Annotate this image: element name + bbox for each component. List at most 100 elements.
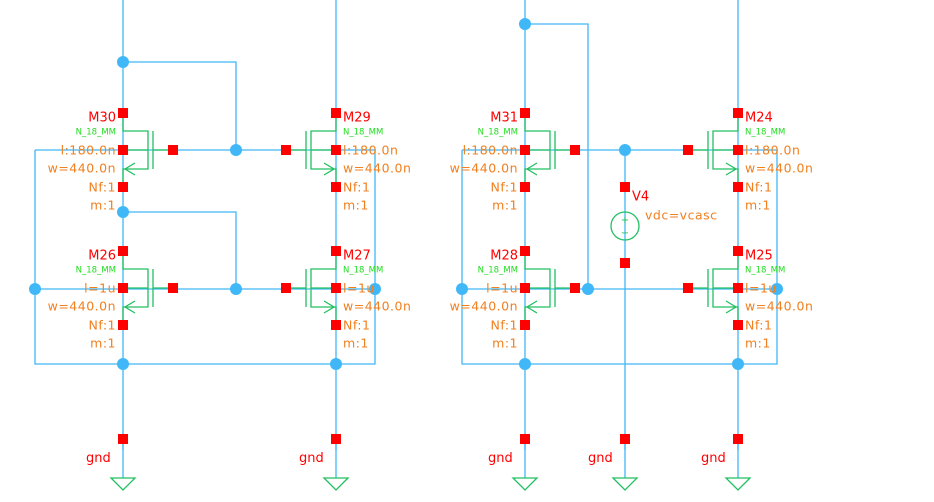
pin[interactable] — [733, 145, 743, 155]
junction-dot — [456, 283, 468, 295]
transistor-m-label: m:1 — [343, 198, 369, 213]
pin[interactable] — [118, 182, 128, 192]
transistor-m-label: m:1 — [745, 336, 771, 351]
pin[interactable] — [118, 108, 128, 118]
wire[interactable] — [525, 23, 589, 289]
pin[interactable] — [331, 320, 341, 330]
pin[interactable] — [168, 283, 178, 293]
source-name-label: V4 — [632, 190, 649, 205]
pin[interactable] — [331, 246, 341, 256]
ground-symbol[interactable]: gnd — [488, 451, 539, 491]
pin[interactable] — [520, 434, 530, 444]
source-circle-icon — [610, 211, 640, 241]
pin[interactable] — [683, 145, 693, 155]
ground-icon — [511, 477, 539, 491]
pin[interactable] — [118, 283, 128, 293]
ground-label: gnd — [299, 451, 324, 466]
source-arrow-icon — [323, 300, 336, 314]
transistor-l-label: l:180.0n — [343, 143, 398, 158]
pin[interactable] — [733, 182, 743, 192]
pin[interactable] — [331, 108, 341, 118]
wire[interactable] — [123, 211, 237, 289]
transistor-name-label: M31 — [490, 111, 518, 126]
pin[interactable] — [620, 182, 630, 192]
pin[interactable] — [281, 145, 291, 155]
junction-dot — [771, 283, 783, 295]
pin[interactable] — [118, 320, 128, 330]
transistor-m-label: m:1 — [492, 336, 518, 351]
transistor-nf-label: Nf:1 — [343, 180, 370, 195]
pin[interactable] — [733, 434, 743, 444]
transistor-nf-label: Nf:1 — [745, 180, 772, 195]
pin[interactable] — [281, 283, 291, 293]
source-arrow-icon — [525, 162, 538, 176]
transistor-w-label: w=440.0n — [343, 299, 411, 314]
junction-dot — [619, 144, 631, 156]
transistor-name-label: M28 — [490, 249, 518, 264]
pin[interactable] — [520, 108, 530, 118]
junction-dot — [519, 18, 531, 30]
ground-symbol[interactable]: gnd — [299, 451, 350, 491]
transistor-nf-label: Nf:1 — [491, 318, 518, 333]
wire[interactable] — [34, 149, 376, 365]
pin[interactable] — [733, 320, 743, 330]
transistor-model-label: N_18_MM — [76, 128, 116, 138]
transistor-w-label: w=440.0n — [48, 161, 116, 176]
pin[interactable] — [168, 145, 178, 155]
source-param-label: vdc=vcasc — [645, 208, 718, 223]
pin[interactable] — [683, 283, 693, 293]
pin[interactable] — [520, 182, 530, 192]
transistor-w-label: w=440.0n — [745, 299, 813, 314]
junction-dot — [117, 206, 129, 218]
pin[interactable] — [520, 145, 530, 155]
junction-dot — [29, 283, 41, 295]
pin[interactable] — [118, 145, 128, 155]
transistor-w-label: w=440.0n — [343, 161, 411, 176]
ground-symbol[interactable]: gnd — [701, 451, 752, 491]
source-arrow-icon — [323, 162, 336, 176]
transistor-model-label: N_18_MM — [478, 128, 518, 138]
pin[interactable] — [520, 246, 530, 256]
transistor-w-label: w=440.0n — [745, 161, 813, 176]
pin[interactable] — [733, 283, 743, 293]
junction-dot — [117, 358, 129, 370]
ground-icon — [611, 477, 639, 491]
junction-dot — [330, 358, 342, 370]
pin[interactable] — [331, 283, 341, 293]
ground-icon — [322, 477, 350, 491]
wire[interactable] — [123, 61, 237, 150]
pin[interactable] — [733, 246, 743, 256]
transistor-model-label: N_18_MM — [745, 128, 785, 138]
pin[interactable] — [520, 320, 530, 330]
pin[interactable] — [331, 182, 341, 192]
transistor-nf-label: Nf:1 — [491, 180, 518, 195]
transistor-l-label: l:180.0n — [61, 143, 116, 158]
pin[interactable] — [331, 434, 341, 444]
pin[interactable] — [331, 145, 341, 155]
pin[interactable] — [620, 434, 630, 444]
pin[interactable] — [570, 145, 580, 155]
pin[interactable] — [570, 283, 580, 293]
pin[interactable] — [733, 108, 743, 118]
ground-label: gnd — [86, 451, 111, 466]
ground-symbol[interactable]: gnd — [86, 451, 137, 491]
transistor-name-label: M26 — [88, 249, 116, 264]
pin[interactable] — [118, 246, 128, 256]
source-arrow-icon — [725, 300, 738, 314]
ground-symbol[interactable]: gnd — [588, 451, 639, 491]
transistor-l-label: l=1u — [84, 281, 116, 296]
pin[interactable] — [520, 283, 530, 293]
pin[interactable] — [118, 434, 128, 444]
junction-dot — [230, 144, 242, 156]
pin[interactable] — [620, 258, 630, 268]
